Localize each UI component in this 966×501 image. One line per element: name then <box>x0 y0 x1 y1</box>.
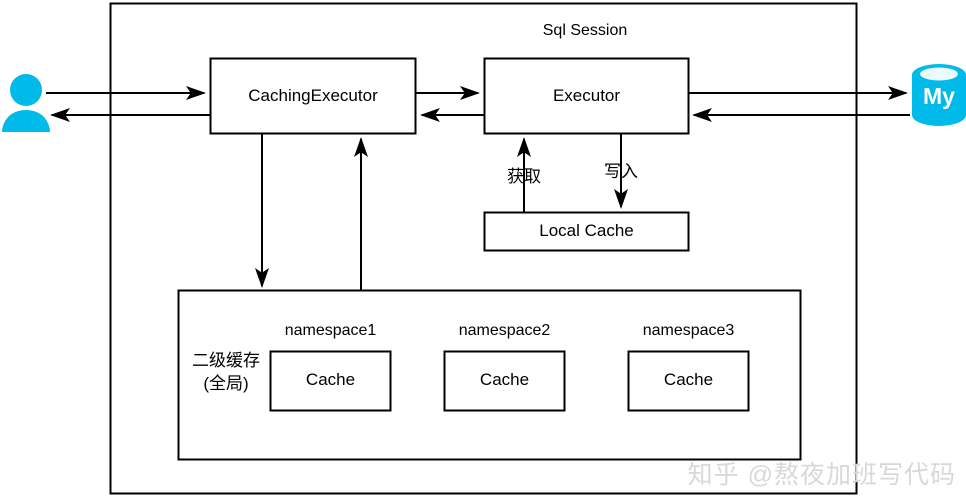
watermark: 知乎 @熬夜加班写代码 <box>687 461 956 489</box>
second-level-cache-label-line2: (全局) <box>203 373 249 393</box>
user-icon <box>2 74 50 132</box>
executor-box <box>483 57 690 135</box>
namespace3-cache-label: Cache <box>663 370 714 389</box>
fetch-edge-label: 获取 <box>507 167 541 186</box>
namespace1-cache-box <box>269 350 392 412</box>
sql-session-title: Sql Session <box>542 22 628 39</box>
namespace2-cache-label: Cache <box>479 370 530 389</box>
local-cache-box <box>483 211 690 252</box>
sql-session-container <box>109 2 858 495</box>
second-level-cache-label-line1: 二级缓存 <box>192 351 260 370</box>
executor-label: Executor <box>552 86 621 105</box>
caching-executor-box <box>209 57 417 135</box>
namespace2-cache-box <box>443 350 566 412</box>
second-level-cache-label: 二级缓存 (全局) <box>182 350 270 396</box>
namespace3-cache-box <box>627 350 750 412</box>
namespace1-cache-label: Cache <box>305 370 356 389</box>
namespace3-label: namespace3 <box>642 322 735 339</box>
namespace1-label: namespace1 <box>284 322 377 339</box>
database-icon-label: My <box>923 83 955 109</box>
mysql-database-icon <box>912 64 966 126</box>
write-edge-label: 写入 <box>604 162 638 181</box>
caching-executor-label: CachingExecutor <box>248 86 378 105</box>
local-cache-label: Local Cache <box>539 221 634 240</box>
namespace2-label: namespace2 <box>458 322 551 339</box>
